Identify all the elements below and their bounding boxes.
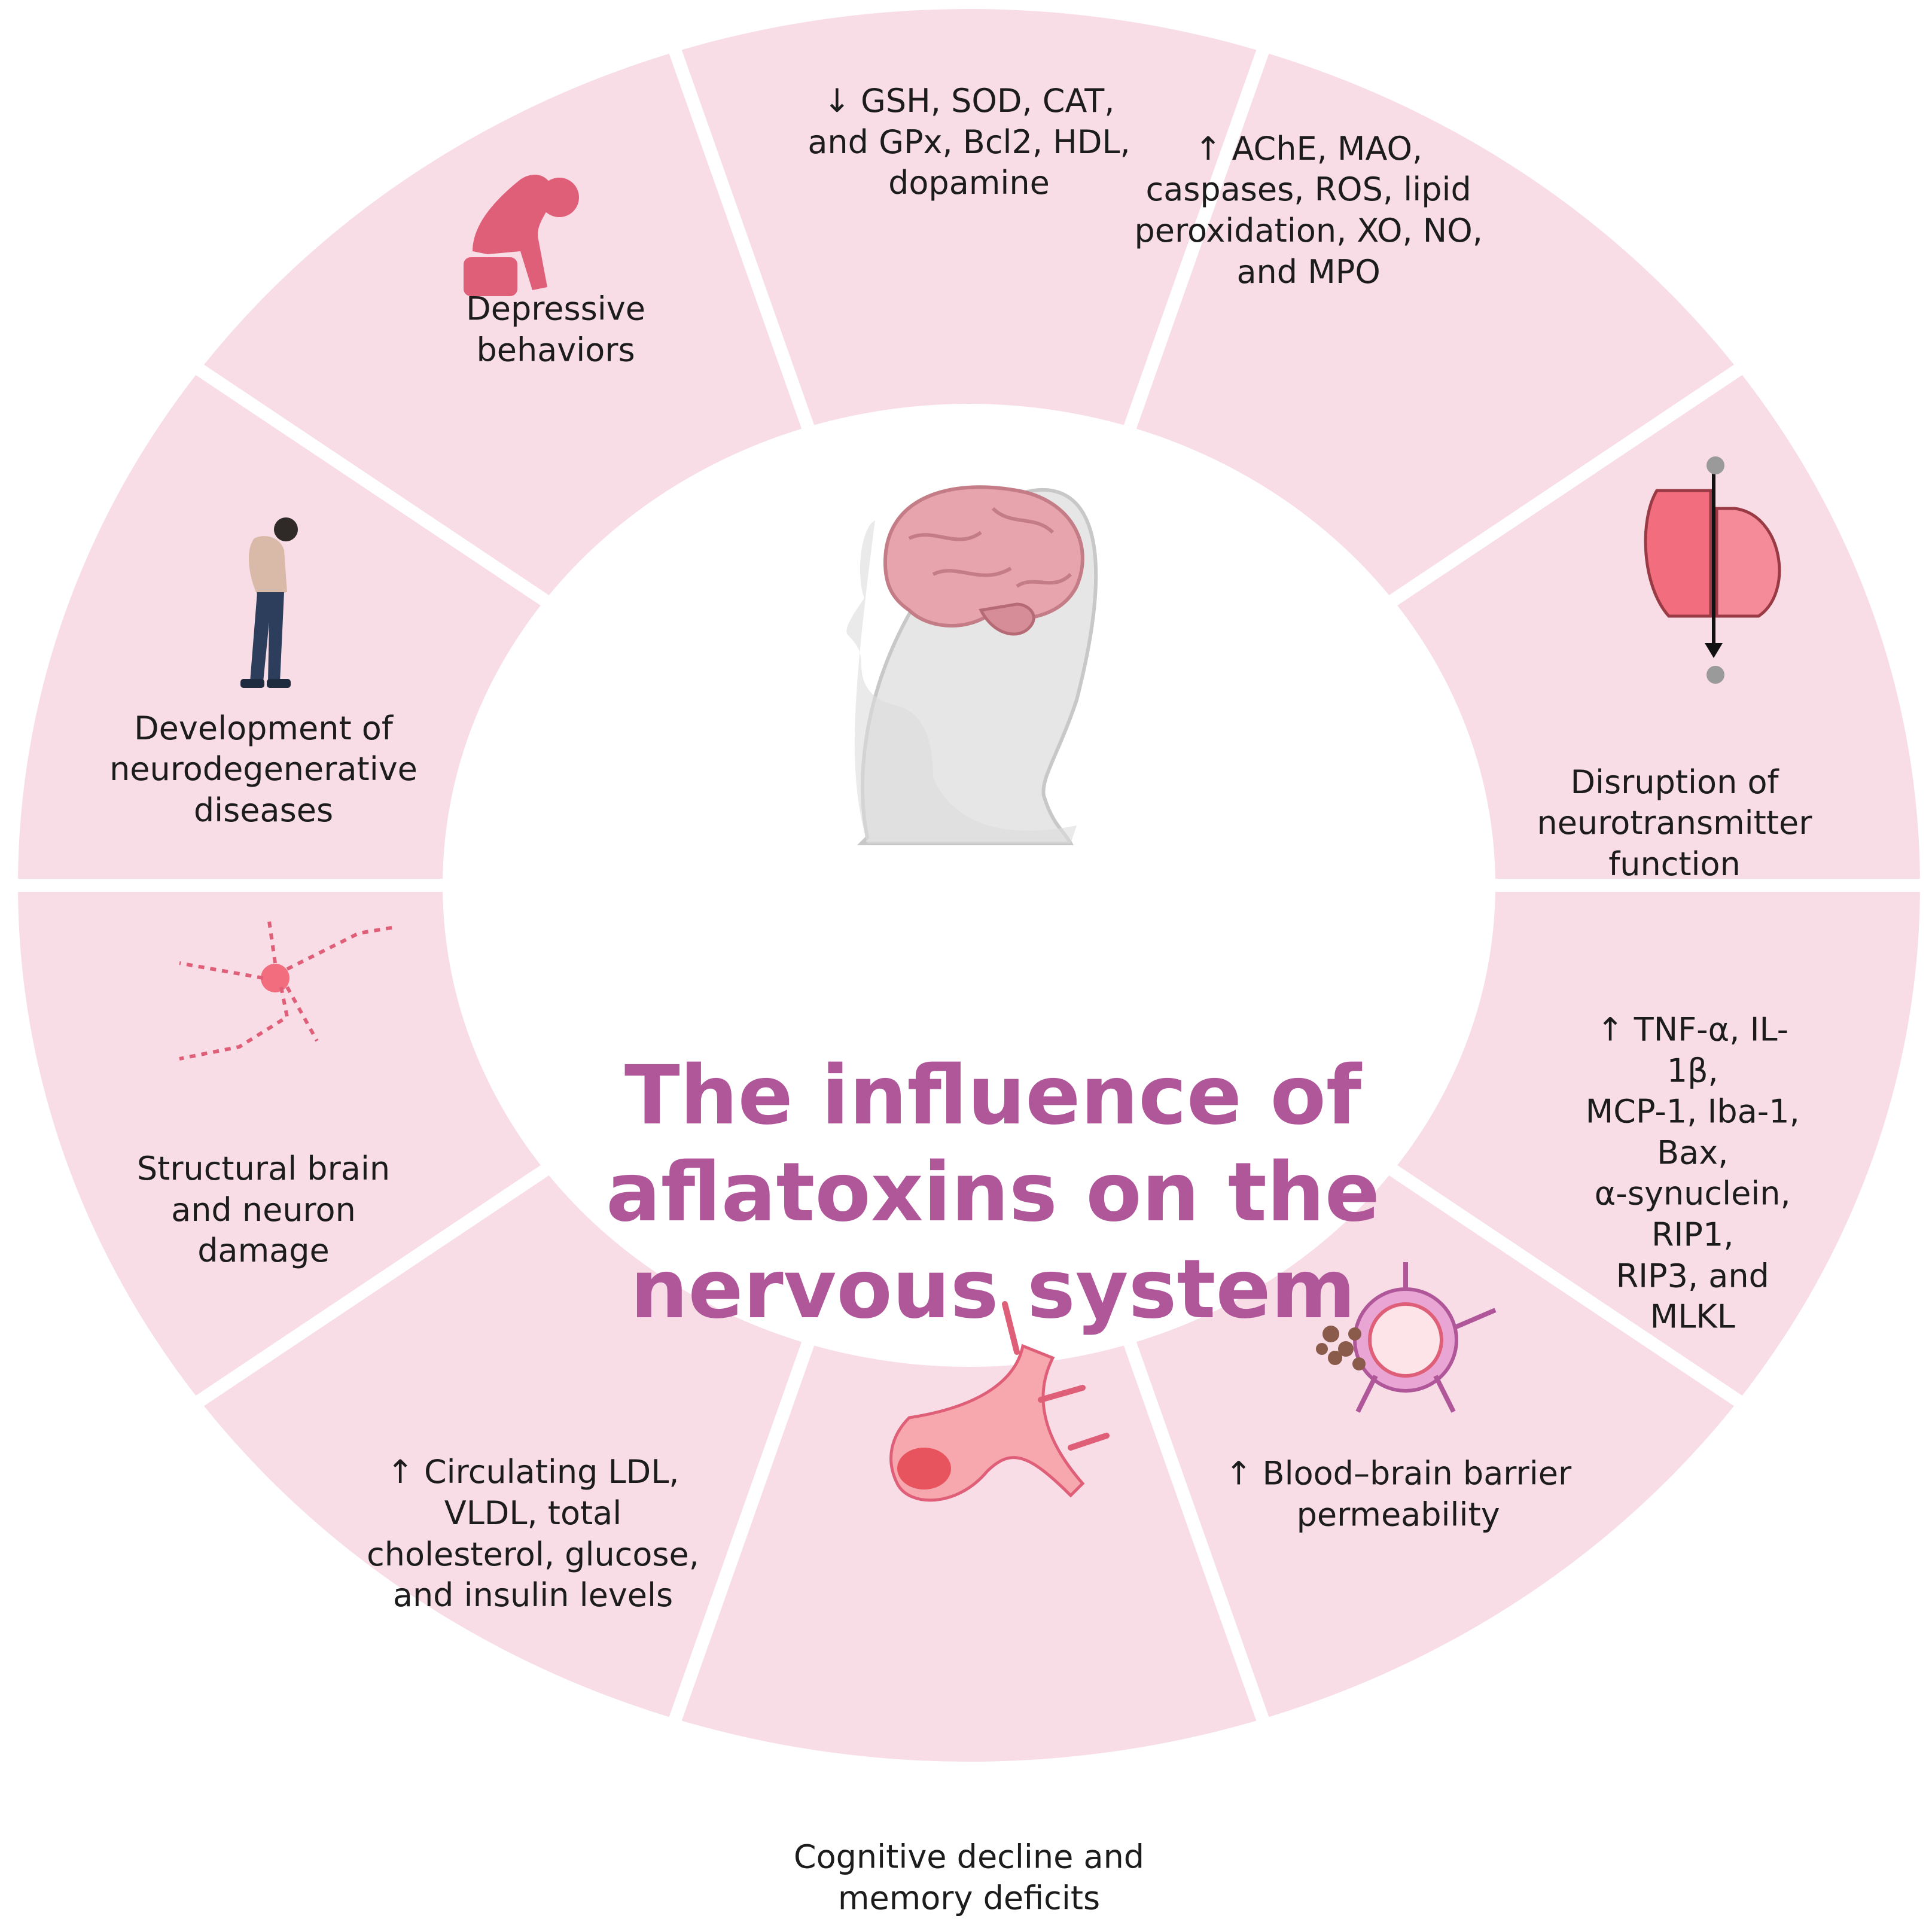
segment-divider <box>186 1140 586 1414</box>
segment-label-metabolic: ↑ Circulating LDL, VLDL, total cholester… <box>367 1453 699 1615</box>
damaged-neuron-icon <box>179 921 395 1061</box>
segment-label-antioxidants: ↓ GSH, SOD, CAT, and GPx, Bcl2, HDL, dop… <box>807 82 1130 202</box>
diagram-title: The influence of aflatoxins on the nervo… <box>606 1049 1380 1337</box>
segment-divider <box>1352 1140 1752 1414</box>
segment-label-depressive: Depressive behaviors <box>466 290 645 369</box>
neuron-icon <box>889 1301 1110 1502</box>
elderly-person-icon <box>240 517 298 688</box>
segment-label-neurotransmitter: Disruption of neurotransmitter function <box>1537 763 1812 884</box>
segment-divider <box>1110 38 1273 467</box>
dividers-layer <box>6 38 1932 1732</box>
segment-label-neurodegenerative: Development of neurodegenerative disease… <box>109 709 418 830</box>
segment-label-enzymes: ↑ AChE, MAO, caspases, ROS, lipid peroxi… <box>1134 129 1483 291</box>
segment-label-bbb: ↑ Blood–brain barrier permeability <box>1225 1454 1572 1534</box>
wheel-diagram <box>6 9 1932 1762</box>
segment-divider <box>1110 1304 1273 1732</box>
segment-divider <box>1352 357 1752 631</box>
blood-vessel-icon <box>1316 1262 1497 1413</box>
segment-label-inflammation: ↑ TNF-α, IL-1β, MCP-1, Iba-1, Bax, α-syn… <box>1585 1010 1800 1336</box>
segment-divider <box>665 1304 828 1732</box>
segment-label-structural: Structural brain and neuron damage <box>136 1150 391 1270</box>
center-disc <box>443 404 1495 1367</box>
head-brain-icon <box>846 485 1098 845</box>
membrane-channel-icon <box>1644 456 1781 684</box>
segment-label-cognitive: Cognitive decline and memory deficits <box>793 1838 1145 1917</box>
segment-divider <box>186 357 586 631</box>
depressed-person-icon <box>464 175 579 296</box>
segment-divider <box>665 38 828 467</box>
